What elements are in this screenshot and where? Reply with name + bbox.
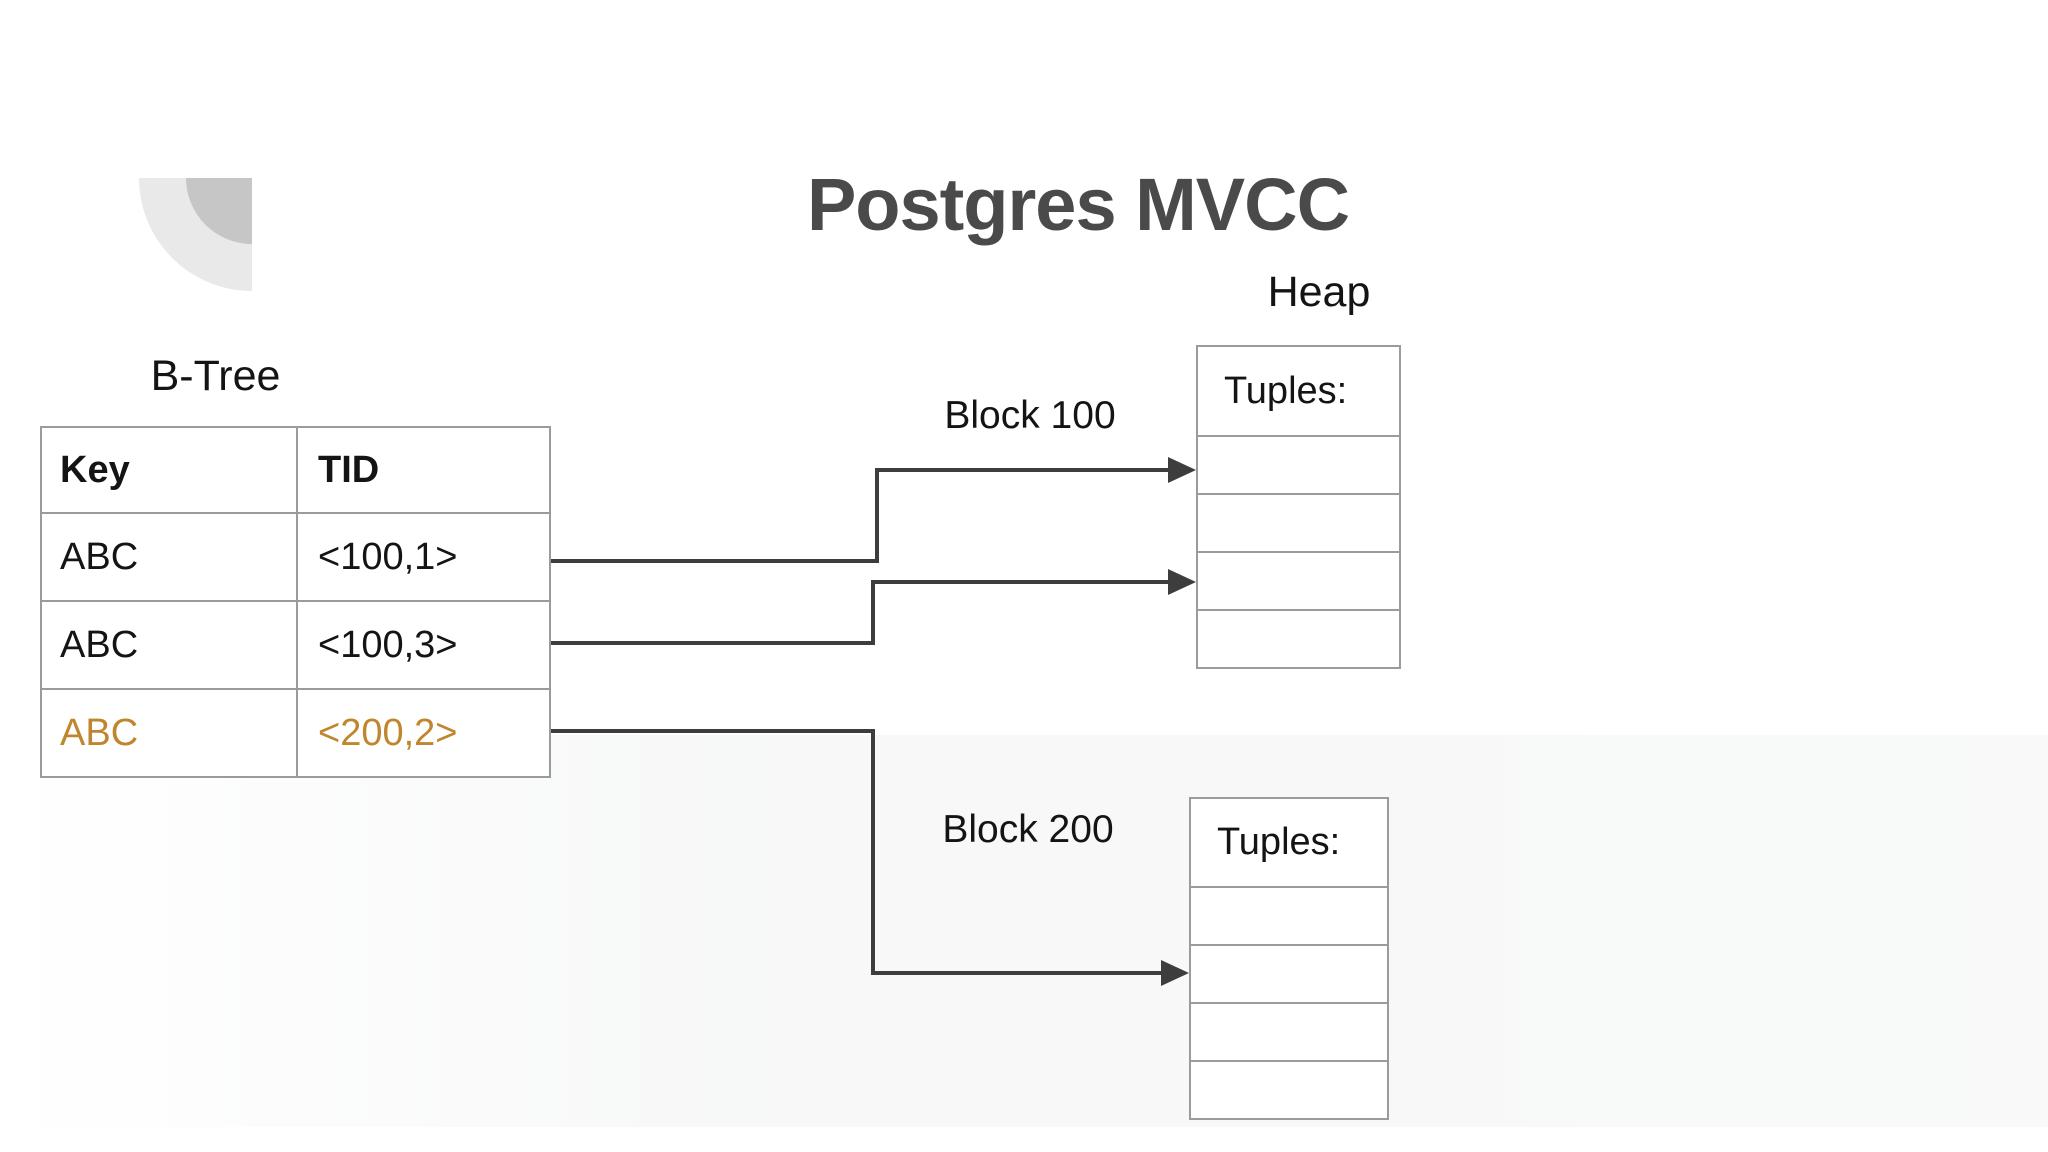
heap-block-200-header: Tuples:	[1217, 821, 1341, 863]
btree-header-row: Key TID	[42, 428, 549, 512]
btree-tid-cell: <200,2>	[318, 711, 458, 754]
heap-tuple-slot	[1191, 886, 1387, 944]
btree-key-cell: ABC	[42, 514, 298, 600]
arrow-tid100-1-to-block100	[551, 468, 1170, 563]
arrowhead-block200-tuple2	[1161, 960, 1189, 986]
btree-tid-cell: <100,3>	[318, 623, 458, 666]
heap-tuple-slot	[1198, 435, 1399, 493]
table-row: ABC <100,3>	[42, 600, 549, 688]
heap-block-100-header: Tuples:	[1224, 369, 1348, 412]
heap-tuple-slot	[1198, 493, 1399, 551]
heap-tuple-slot	[1198, 609, 1399, 667]
btree-index-table: Key TID ABC <100,1> ABC <100,3> ABC <200…	[40, 426, 551, 778]
arrow-tid200-2-to-block200	[551, 729, 1163, 975]
page-title: Postgres MVCC	[806, 163, 1350, 246]
heap-block-200-table: Tuples:	[1189, 797, 1389, 1120]
table-row: ABC <100,1>	[42, 512, 549, 600]
btree-key-cell: ABC	[42, 602, 298, 688]
arrow-tid100-3-to-block100	[551, 580, 1170, 645]
logo-quarter-circle-icon	[139, 178, 252, 291]
heap-section-label: Heap	[1267, 268, 1371, 316]
btree-section-label: B-Tree	[150, 352, 281, 400]
block-100-label: Block 100	[944, 394, 1116, 437]
arrowhead-block100-tuple3	[1168, 569, 1196, 595]
arrowhead-block100-tuple1	[1168, 457, 1196, 483]
heap-tuple-slot	[1191, 944, 1387, 1002]
btree-header-key: Key	[42, 428, 298, 512]
btree-header-tid: TID	[318, 448, 380, 491]
block-200-label: Block 200	[942, 808, 1114, 851]
heap-tuple-slot	[1191, 1060, 1387, 1118]
heap-tuple-slot	[1198, 551, 1399, 609]
btree-key-cell: ABC	[42, 690, 298, 776]
btree-tid-cell: <100,1>	[318, 535, 458, 578]
heap-tuple-slot	[1191, 1002, 1387, 1060]
table-row-highlighted: ABC <200,2>	[42, 688, 549, 776]
heap-block-100-table: Tuples:	[1196, 345, 1401, 669]
